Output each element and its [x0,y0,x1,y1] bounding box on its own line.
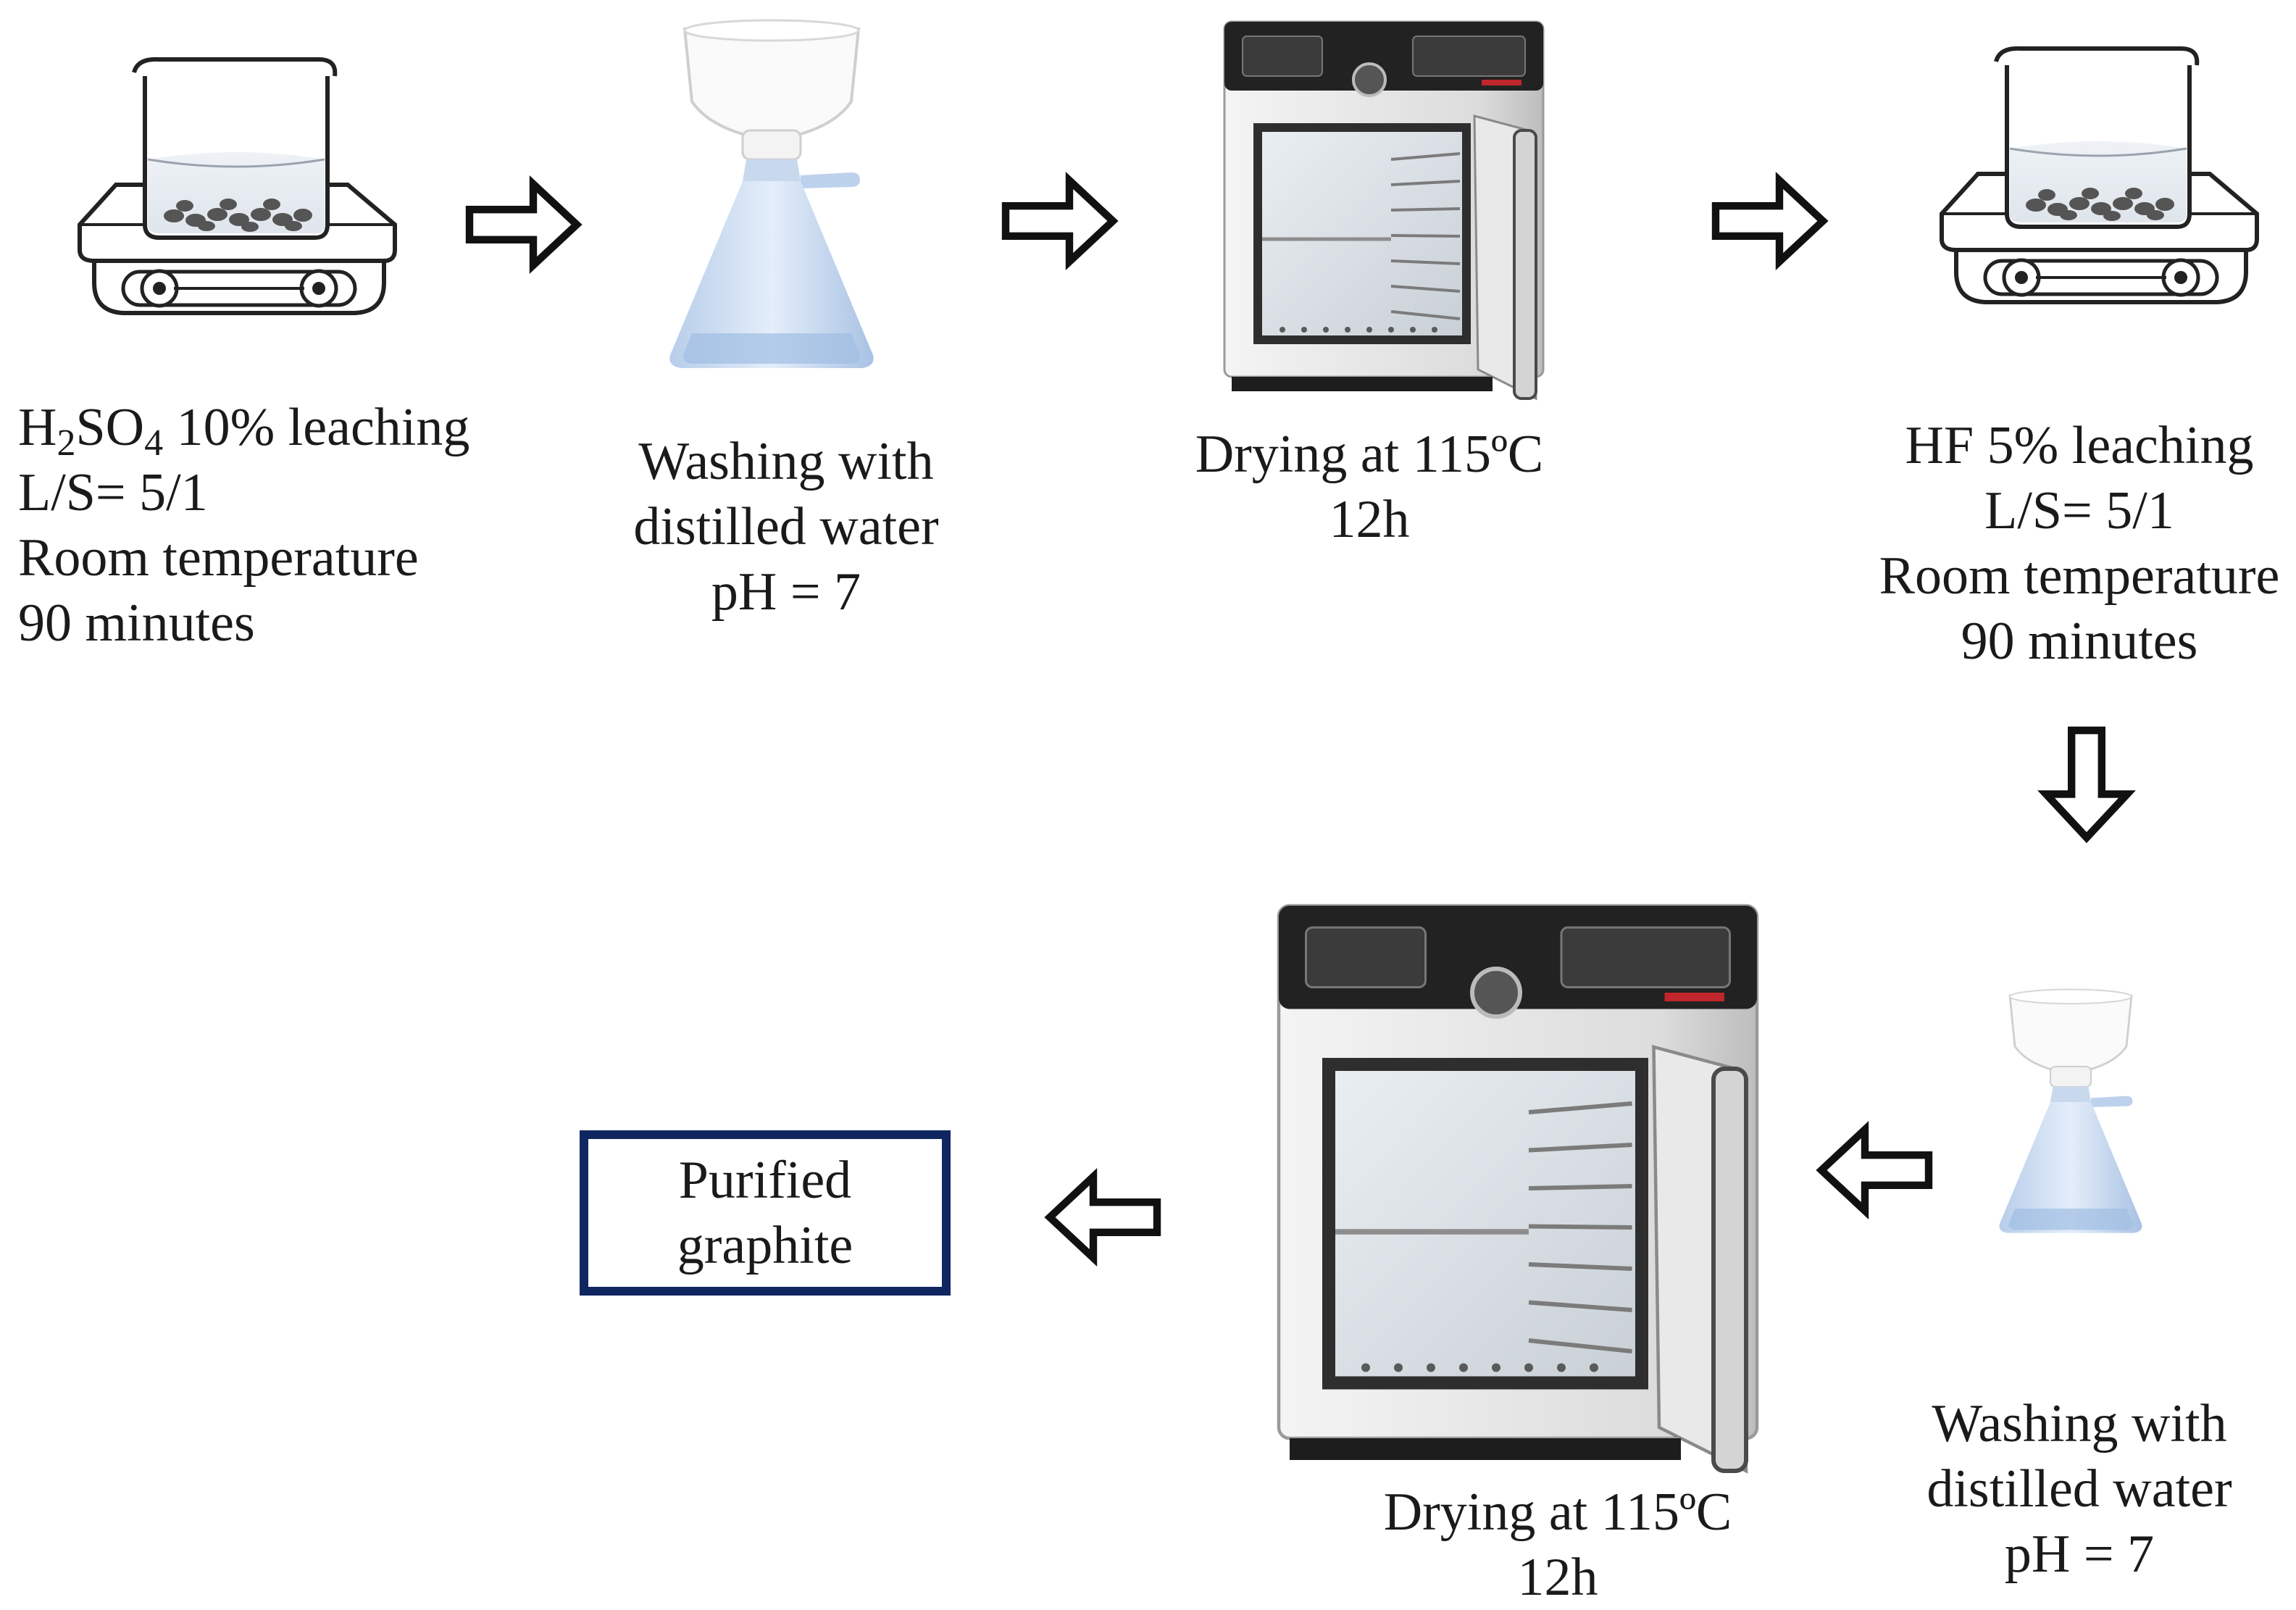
step-h2so4-label: H2SO4 10% leaching L/S= 5/1 Room tempera… [18,395,469,656]
step-wash1-label: Washing with distilled water pH = 7 [633,432,939,622]
filter-flask-icon [1998,988,2143,1234]
step-dry2-label: Drying at 115ºC 12h [1383,1482,1732,1607]
arrow-right-icon [1710,163,1826,279]
drying-oven-icon [1275,906,1782,1471]
arrow-right-icon [464,167,580,283]
step-hf-label: HF 5% leaching L/S= 5/1 Room temperature… [1879,416,2280,671]
arrow-right-icon [1000,163,1116,279]
step-h2so4-line-3: Room temperature [18,528,419,588]
drying-oven-icon [1224,22,1558,399]
arrow-left-icon [1047,1159,1163,1275]
final-line-2: graphite [677,1216,853,1275]
filter-flask-icon [668,19,875,370]
step-h2so4-line-1: H2SO4 10% leaching [18,398,470,464]
stirrer-beaker-icon [65,43,413,333]
step-h2so4-line-4: 90 minutes [18,593,255,653]
step-h2so4-line-2: L/S= 5/1 [18,463,208,522]
arrow-down-icon [2029,725,2145,841]
stirrer-beaker-icon [1927,33,2275,322]
final-line-1: Purified [678,1151,852,1210]
step-dry1-label: Drying at 115ºC 12h [1195,425,1544,549]
step-wash2-label: Washing with distilled water pH = 7 [1926,1394,2232,1584]
purified-graphite-box: Purified graphite [580,1130,951,1296]
arrow-left-icon [1819,1112,1934,1228]
